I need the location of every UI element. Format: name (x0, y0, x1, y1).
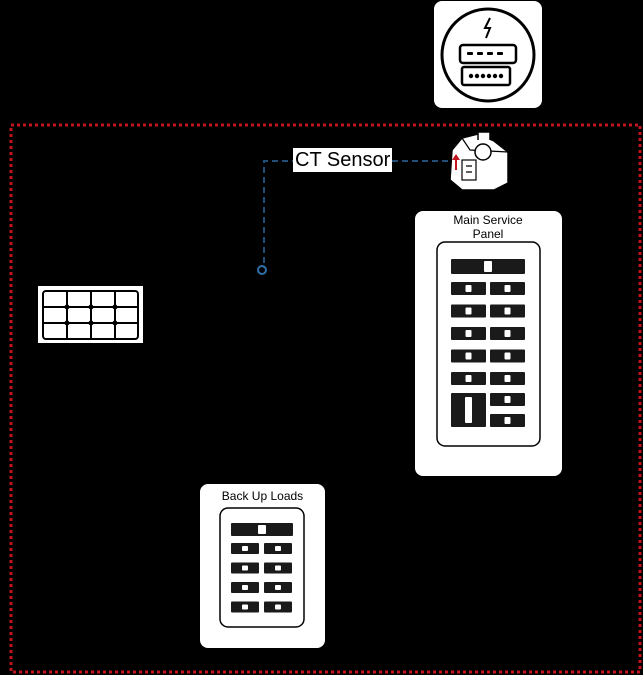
breaker-switch (242, 604, 248, 610)
breaker-switch (504, 307, 511, 315)
electric-meter-icon (434, 1, 542, 108)
breaker-switch (275, 565, 281, 571)
ct-clamp-icon (449, 131, 509, 191)
backup-loads-title: Back Up Loads (221, 489, 304, 503)
ct-sensor-label: CT Sensor (293, 148, 393, 172)
breaker-switch (465, 375, 472, 382)
breaker-switch (465, 352, 472, 360)
breaker-switch (504, 330, 511, 337)
backup-breaker-set (231, 523, 293, 613)
breaker-switch (504, 417, 511, 424)
breaker-switch (275, 604, 281, 610)
breaker-switch (504, 375, 511, 382)
site-boundary (9, 123, 642, 674)
solar-panel-icon (38, 286, 143, 343)
backup-loads-panel (200, 484, 325, 648)
ct-wire-terminal (257, 265, 267, 275)
main-service-panel (415, 211, 562, 476)
breaker-switch (275, 585, 281, 590)
breaker-switch (242, 565, 248, 571)
breaker-switch (258, 525, 266, 534)
breaker-switch (465, 307, 472, 315)
breaker-switch (465, 397, 472, 423)
breaker-switch (504, 352, 511, 360)
main-breaker-set (451, 259, 525, 427)
breaker-switch (242, 546, 248, 551)
breaker-switch (504, 285, 511, 292)
breaker-switch (465, 285, 472, 292)
breaker-switch (465, 330, 472, 337)
main-service-panel-title: Main Service Panel (453, 213, 523, 241)
breaker-switch (242, 585, 248, 590)
breaker-switch (275, 546, 281, 551)
breaker-switch (484, 261, 492, 272)
breaker-switch (504, 396, 511, 403)
